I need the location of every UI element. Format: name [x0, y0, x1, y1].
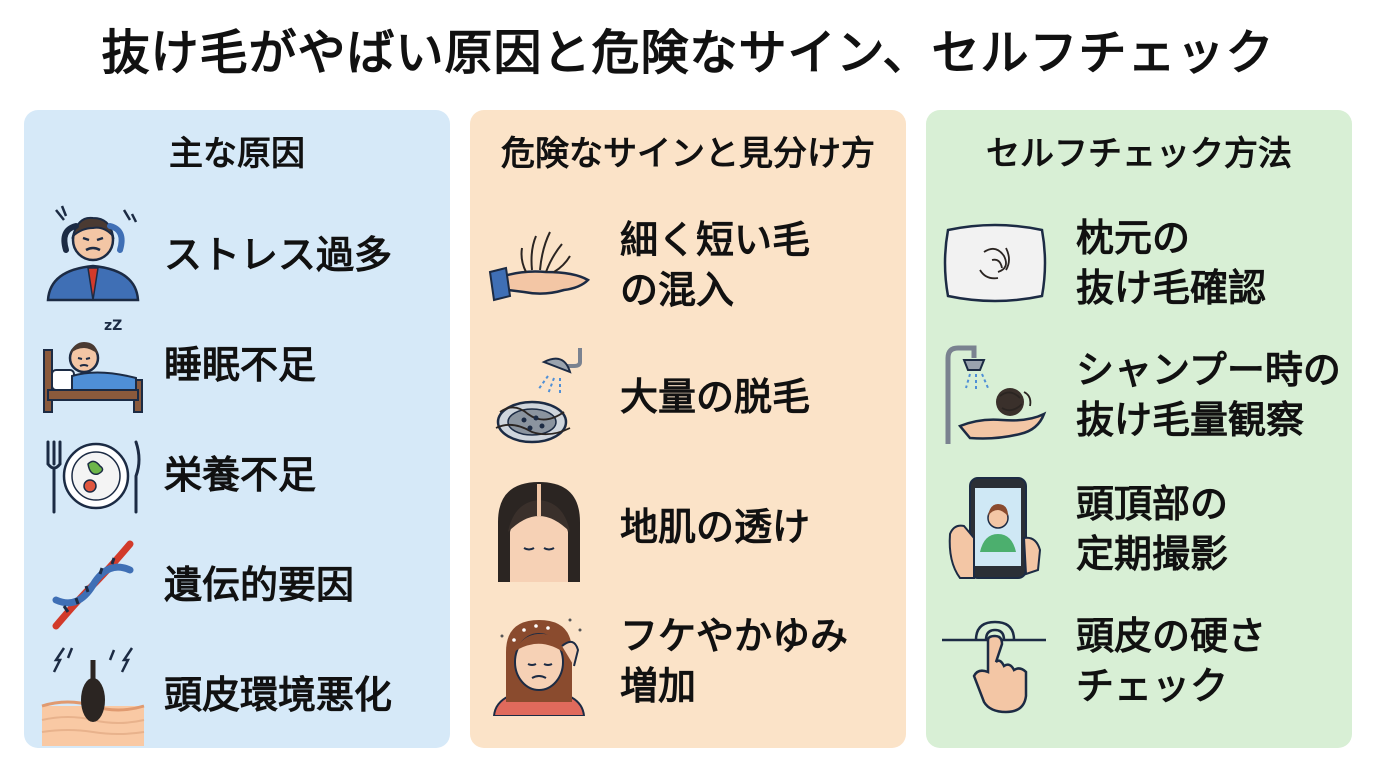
self-check-panel: セルフチェック方法 枕元の 抜け毛確認 シャンプー時の 抜け毛量観察	[926, 110, 1352, 748]
item-label: 大量の脱毛	[620, 375, 811, 419]
item-label: フケやかゆみ 増加	[620, 614, 849, 708]
warning-signs-panel: 危険なサインと見分け方 細く短い毛 の混入 大量の脱毛	[470, 110, 906, 748]
item-label: 頭皮環境悪化	[164, 673, 393, 717]
finger-press-icon	[940, 606, 1050, 716]
list-item: 枕元の 抜け毛確認	[926, 208, 1352, 318]
list-item: 細く短い毛 の混入	[470, 210, 906, 320]
plate-cutlery-icon	[38, 420, 148, 530]
self-check-heading: セルフチェック方法	[986, 134, 1292, 174]
item-label: 地肌の透け	[620, 505, 811, 549]
item-label: 枕元の 抜け毛確認	[1076, 216, 1267, 310]
dna-icon	[38, 530, 148, 640]
thinning-part-icon	[484, 472, 594, 582]
list-item: 頭皮環境悪化	[24, 640, 450, 750]
item-label: 細く短い毛 の混入	[620, 218, 811, 312]
list-item: 頭皮の硬さ チェック	[926, 606, 1352, 716]
item-label: 頭頂部の 定期撮影	[1076, 482, 1229, 576]
list-item: 大量の脱毛	[470, 342, 906, 452]
list-item: フケやかゆみ 増加	[470, 606, 906, 716]
list-item: 遺伝的要因	[24, 530, 450, 640]
scalp-follicle-icon	[38, 640, 148, 750]
causes-heading: 主な原因	[169, 134, 305, 174]
sleepless-bed-icon: zZ	[38, 310, 148, 420]
list-item: ストレス過多	[24, 200, 450, 310]
pillow-icon	[940, 208, 1050, 318]
item-label: ストレス過多	[164, 233, 393, 277]
list-item: 栄養不足	[24, 420, 450, 530]
stressed-person-icon	[38, 200, 148, 310]
list-item: 頭頂部の 定期撮影	[926, 474, 1352, 584]
shower-hand-icon	[940, 340, 1050, 450]
list-item: zZ 睡眠不足	[24, 310, 450, 420]
item-label: 頭皮の硬さ チェック	[1076, 614, 1267, 708]
itchy-scalp-icon	[484, 606, 594, 716]
list-item: 地肌の透け	[470, 472, 906, 582]
warning-signs-heading: 危険なサインと見分け方	[501, 134, 875, 174]
list-item: シャンプー時の 抜け毛量観察	[926, 340, 1352, 450]
causes-panel: 主な原因 ストレス過多	[24, 110, 450, 748]
smartphone-photo-icon	[940, 474, 1050, 584]
page-title: 抜け毛がやばい原因と危険なサイン、セルフチェック	[101, 25, 1275, 81]
shower-drain-icon	[484, 342, 594, 452]
item-label: シャンプー時の 抜け毛量観察	[1076, 348, 1341, 442]
svg-text:zZ: zZ	[104, 318, 122, 334]
item-label: 遺伝的要因	[164, 563, 355, 607]
item-label: 睡眠不足	[164, 343, 317, 387]
hand-hairs-icon	[484, 210, 594, 320]
item-label: 栄養不足	[164, 453, 317, 497]
